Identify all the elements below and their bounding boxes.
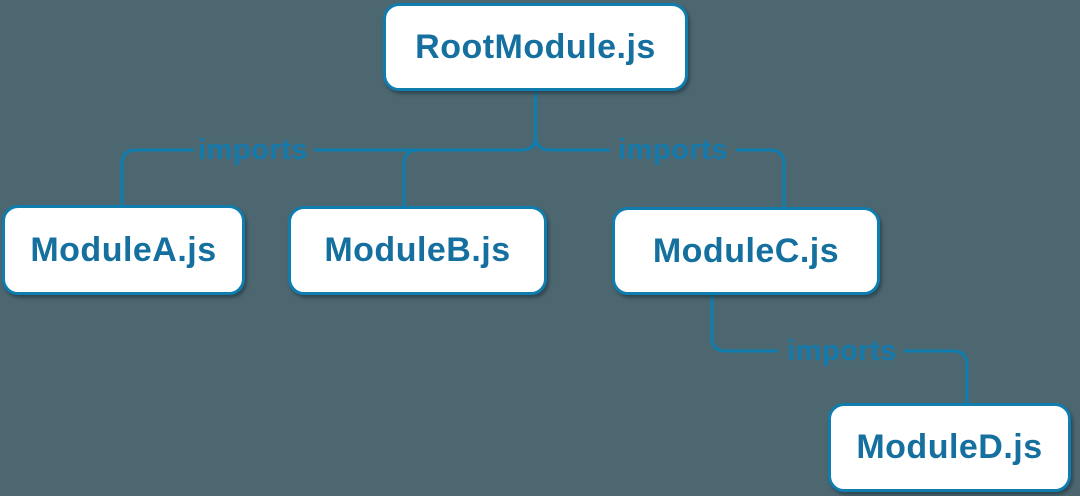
node-module-d-label: ModuleD.js	[856, 428, 1043, 466]
node-module-c-label: ModuleC.js	[652, 231, 840, 270]
edge-root-left-rail	[314, 91, 537, 152]
edge-c-stem	[710, 295, 778, 353]
edge-label-imports-left: imports	[198, 134, 308, 166]
edge-label-imports-bottom: imports	[787, 335, 897, 367]
edge-root-a	[120, 148, 194, 205]
node-module-c: ModuleC.js	[612, 207, 880, 295]
node-rootmodule: RootModule.js	[383, 3, 688, 91]
edge-root-b	[402, 148, 419, 206]
edge-c-d	[904, 349, 969, 403]
node-module-d: ModuleD.js	[828, 403, 1071, 492]
node-module-a: ModuleA.js	[2, 205, 245, 295]
node-module-b-label: ModuleB.js	[324, 231, 511, 269]
node-rootmodule-label: RootModule.js	[415, 27, 656, 66]
edge-root-c	[736, 148, 786, 207]
edge-root-right-rail	[534, 136, 610, 152]
node-module-b: ModuleB.js	[288, 206, 547, 295]
node-module-a-label: ModuleA.js	[30, 230, 217, 269]
edge-label-imports-right: imports	[618, 134, 728, 166]
